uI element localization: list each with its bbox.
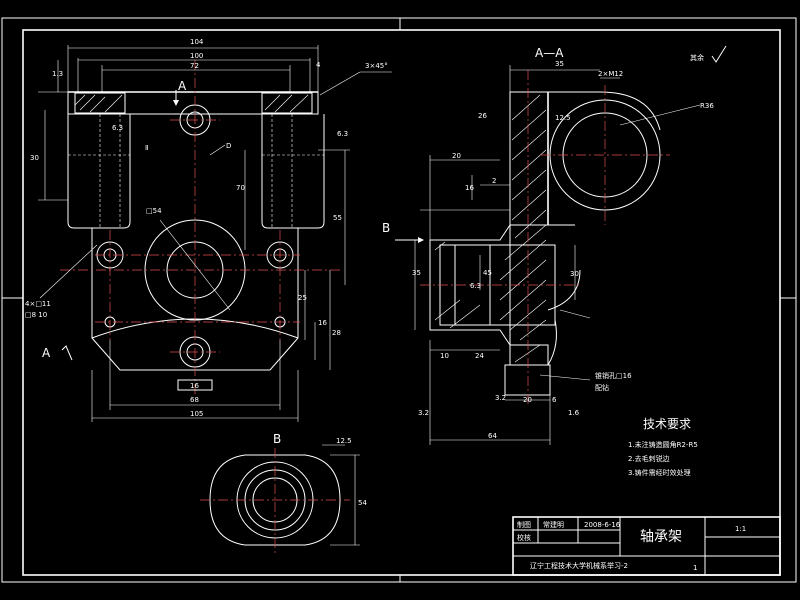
dim-right-16: 16 (318, 319, 327, 327)
view-b-ra: 12.5 (336, 437, 352, 445)
hole-note: 4×□11 (25, 300, 51, 308)
dim-bottom-68: 68 (190, 396, 199, 404)
chamfer-note: 3×45° (365, 62, 388, 70)
dim-boss-dia: □54 (146, 207, 162, 215)
ra-front-2: 6.3 (337, 130, 348, 138)
sec-dim-24: 24 (475, 352, 484, 360)
view-b-outline (209, 454, 341, 546)
sec-dim-10: 10 (440, 352, 449, 360)
view-label-a-left: A (42, 346, 51, 360)
section-view (395, 65, 701, 445)
sec-dim-35: 35 (555, 60, 564, 68)
view-label-b-left: B (382, 221, 390, 235)
flange-right-hatch (261, 92, 313, 114)
title-block (512, 516, 781, 576)
hole-note-2: □8 10 (25, 311, 47, 319)
dim-inner-width: 100 (190, 52, 203, 60)
sec-dim-16: 16 (465, 184, 474, 192)
sec-ra-63: 6.3 (470, 282, 481, 290)
sec-dim-64: 64 (488, 432, 497, 440)
tb-scale: 1:1 (735, 525, 746, 533)
view-label-a-top: A (178, 79, 187, 93)
sec-ra-125: 12.5 (555, 114, 571, 122)
view-label-b-top: B (273, 432, 281, 446)
sec-dim-r36: R36 (700, 102, 714, 110)
dim-right-55: 55 (333, 214, 342, 222)
tb-sheet: 1 (693, 564, 697, 572)
requirements-title: 技术要求 (643, 417, 691, 431)
dim-overall-width: 104 (190, 38, 204, 46)
tb-part-name: 轴承架 (640, 529, 682, 545)
dim-center-width: 72 (190, 62, 199, 70)
left-leg (67, 114, 131, 229)
dim-center-d: D (226, 142, 231, 150)
dim-left-small: 1.3 (52, 70, 63, 78)
tb-school: 辽宁工程技术大学机械系举习-2 (530, 561, 628, 570)
dim-bottom-105: 105 (190, 410, 203, 418)
sec-ra-32: 3.2 (495, 394, 506, 402)
top-flange (67, 91, 319, 115)
inner-border (22, 29, 781, 576)
requirement-3: 3.铸件需经时效处理 (628, 468, 691, 477)
view-b (200, 444, 360, 555)
right-leg (261, 114, 325, 229)
sec-ra-16: 1.6 (568, 409, 580, 417)
outer-border (1, 17, 797, 583)
dim-hole-pitch: Ⅱ (145, 144, 148, 152)
sec-dim-2: 2 (492, 177, 496, 185)
sec-note-pin2: 配钻 (595, 383, 609, 392)
dim-height-top: 30 (30, 154, 39, 162)
requirement-2: 2.去毛刺锐边 (628, 454, 670, 463)
sec-note-pin: 锥销孔□16 (595, 371, 632, 380)
tb-row1-date: 2008-6-16 (584, 521, 621, 529)
sec-dim-35b: 35 (412, 269, 421, 277)
section-body (429, 91, 549, 366)
view-b-dim-54: 54 (358, 499, 367, 507)
sec-dim-6: 6 (552, 396, 557, 404)
tb-row1-name: 常建明 (543, 520, 564, 529)
dim-right-28: 28 (332, 329, 341, 337)
ra-front-1: 6.3 (112, 124, 123, 132)
dim-bottom-16: 16 (190, 382, 199, 390)
surface-note: 其余 (690, 53, 704, 62)
sec-dim-32: 3.2 (418, 409, 429, 417)
sec-dim-30: 30 (570, 270, 579, 278)
section-label: A—A (535, 46, 564, 60)
section-bottom-block (504, 364, 551, 396)
front-view (38, 45, 392, 422)
dim-25: 25 (298, 294, 307, 302)
sec-dim-26: 26 (478, 112, 487, 120)
flange-left-hatch (74, 92, 126, 114)
tb-row1-label: 制图 (517, 520, 531, 529)
sec-dim-45: 45 (483, 269, 492, 277)
dim-depth-70: 70 (236, 184, 245, 192)
sec-dim-20b: 20 (523, 396, 532, 404)
tb-row2-label: 校核 (517, 533, 531, 542)
requirement-1: 1.未注铸造圆角R2-R5 (628, 440, 698, 449)
sec-dim-m12: 2×M12 (598, 70, 623, 78)
dim-top-offset: 4 (316, 61, 321, 69)
sec-dim-20: 20 (452, 152, 461, 160)
